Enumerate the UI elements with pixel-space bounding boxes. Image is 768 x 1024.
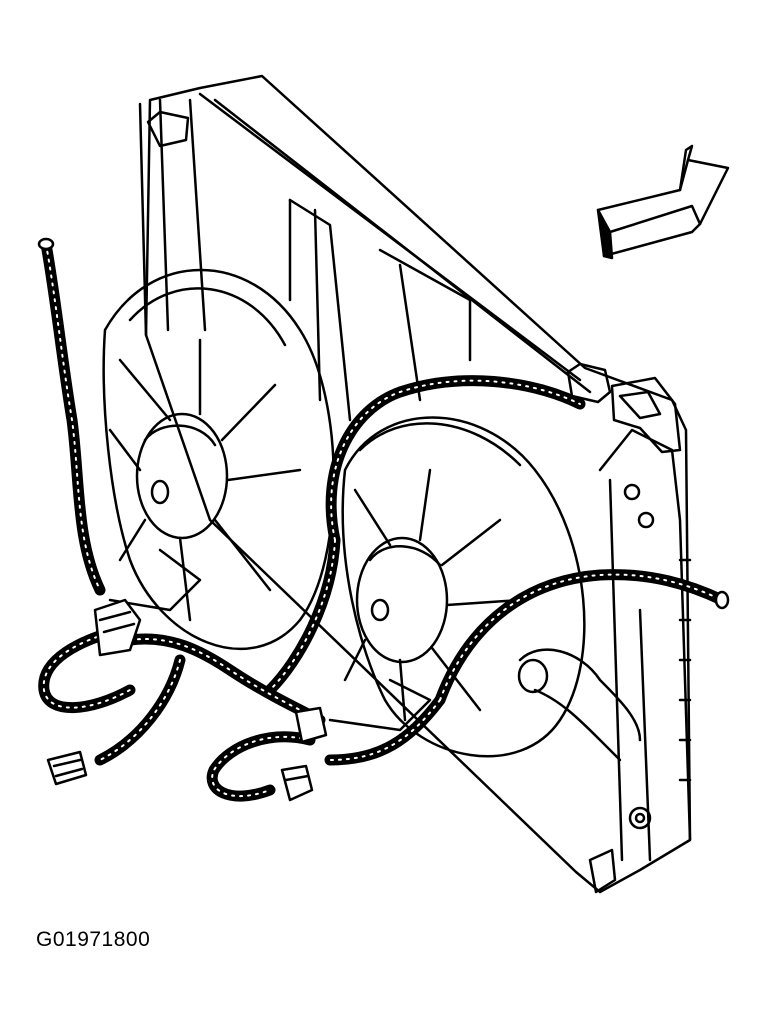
- cooling-fan-icon: [328, 416, 586, 758]
- electrical-connector-icon: [294, 706, 328, 744]
- electrical-connector-icon: [280, 764, 314, 802]
- wiring-harness-icon: [42, 243, 723, 798]
- cooling-fan-icon: [102, 268, 335, 651]
- wiring-harness-end-icon: [37, 237, 730, 610]
- electrical-connector-icon: [93, 598, 142, 657]
- direction-arrow-icon: [596, 144, 730, 260]
- figure-id-label: G01971800: [36, 928, 151, 951]
- electrical-connector-icon: [46, 750, 88, 786]
- radiator-icon: [138, 74, 692, 894]
